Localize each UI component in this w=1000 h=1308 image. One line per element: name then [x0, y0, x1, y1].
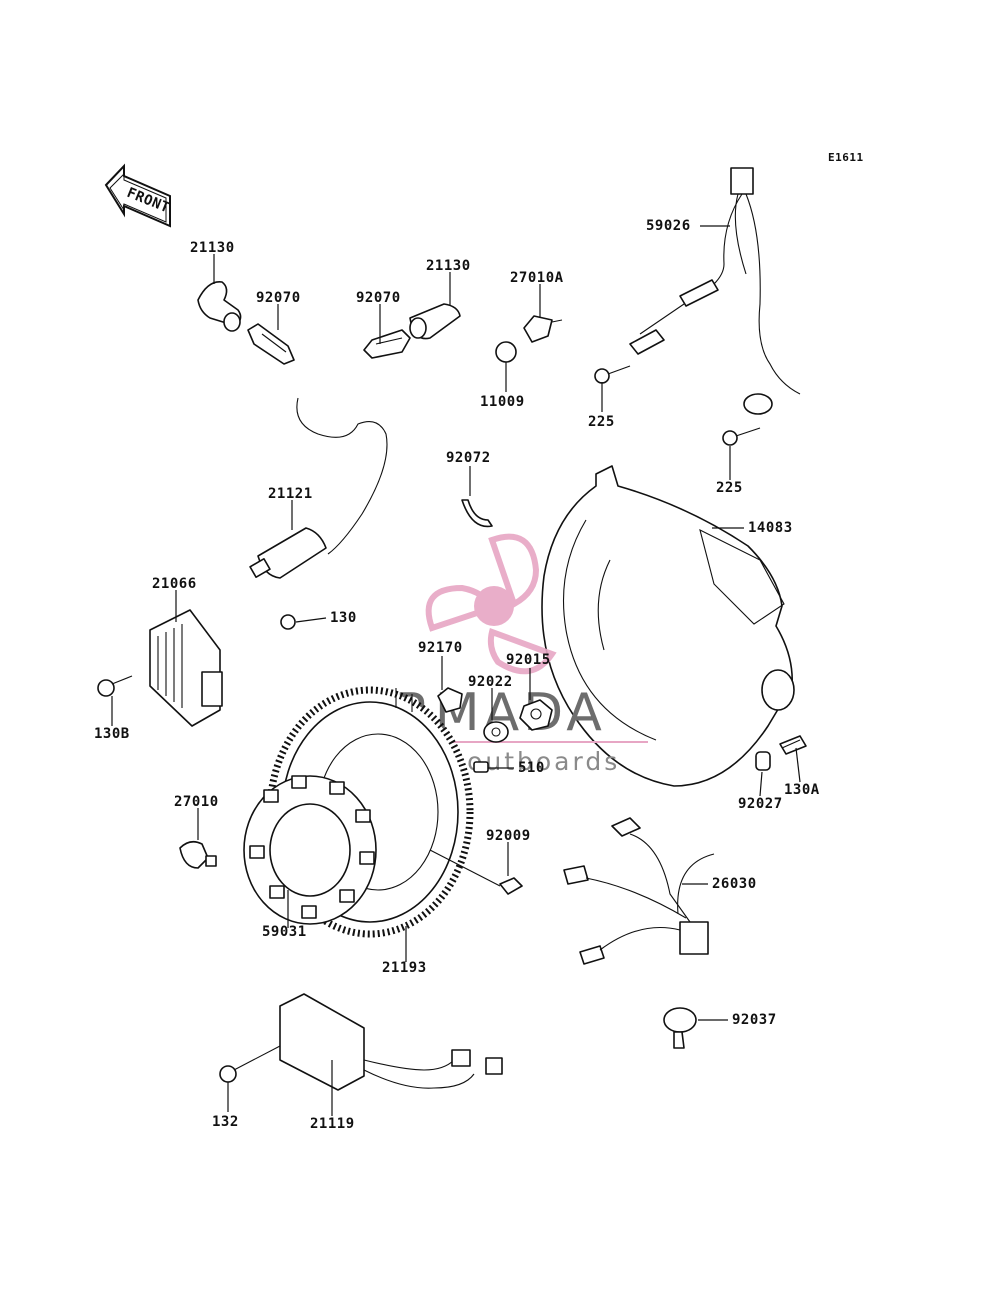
part-label: 59026: [646, 218, 691, 234]
part-label: 26030: [712, 876, 757, 892]
diagram-code: E1611: [828, 151, 864, 164]
nut-92015: [519, 699, 553, 731]
part-label: 92022: [468, 674, 513, 690]
part-label: 92009: [486, 828, 531, 844]
plug-cap-left: [197, 281, 242, 332]
part-label: 27010: [174, 794, 219, 810]
part-label: 130B: [94, 726, 130, 742]
spark-plug-right: [363, 329, 411, 359]
part-label: 92170: [418, 640, 463, 656]
part-label: 21130: [190, 240, 235, 256]
key-510: [473, 761, 489, 773]
sensor-27010: [179, 840, 217, 869]
part-labels: 21130 92070 92070 21130 27010A 11009 590…: [94, 218, 820, 1132]
damper-92170: [437, 687, 463, 713]
wire-harness-26030: [563, 817, 715, 965]
part-label: 130: [330, 610, 357, 626]
ignition-coil-21121: [249, 397, 388, 579]
part-label: 92027: [738, 796, 783, 812]
part-label: 130A: [784, 782, 820, 798]
part-label: 21066: [152, 576, 197, 592]
part-label: 21121: [268, 486, 313, 502]
flywheel-cover-14083: [541, 465, 795, 787]
clip-92072: [461, 499, 493, 528]
part-label: 21119: [310, 1116, 355, 1132]
part-label: 27010A: [510, 270, 564, 286]
armada-logo: [425, 533, 557, 675]
spark-plug-left: [247, 323, 295, 365]
sensor-27010A: [523, 315, 563, 343]
washer-92022: [483, 721, 509, 743]
part-label: 92070: [256, 290, 301, 306]
part-label: 92070: [356, 290, 401, 306]
bolt-130B: [97, 675, 133, 697]
part-label: 132: [212, 1114, 239, 1130]
wire-harness-59026: [629, 167, 801, 415]
part-label: 225: [588, 414, 615, 430]
bolt-130A: [779, 735, 807, 755]
bolt-92009: [429, 849, 523, 895]
screw-130: [280, 614, 296, 630]
part-label: 92037: [732, 1012, 777, 1028]
leader-lines: [111, 225, 801, 1116]
plug-cap-right: [409, 303, 461, 340]
part-label: 225: [716, 480, 743, 496]
part-label: 21130: [426, 258, 471, 274]
o-ring-11009: [495, 341, 517, 363]
bolt-132: [219, 1045, 281, 1083]
cdi-unit-21119: [279, 993, 503, 1091]
front-arrow-icon: FRONT: [104, 163, 172, 228]
part-label: 92015: [506, 652, 551, 668]
part-label: 11009: [480, 394, 525, 410]
collar-92027: [755, 751, 771, 771]
part-label: 21193: [382, 960, 427, 976]
part-label: 14083: [748, 520, 793, 536]
part-label: 92072: [446, 450, 491, 466]
clamp-92037: [663, 1007, 697, 1049]
regulator-21066: [149, 609, 223, 727]
screw-225-upper: [594, 365, 631, 384]
stator-59031: [243, 775, 377, 925]
screw-225-lower: [722, 427, 761, 446]
part-label: 510: [518, 760, 545, 776]
part-label: 59031: [262, 924, 307, 940]
